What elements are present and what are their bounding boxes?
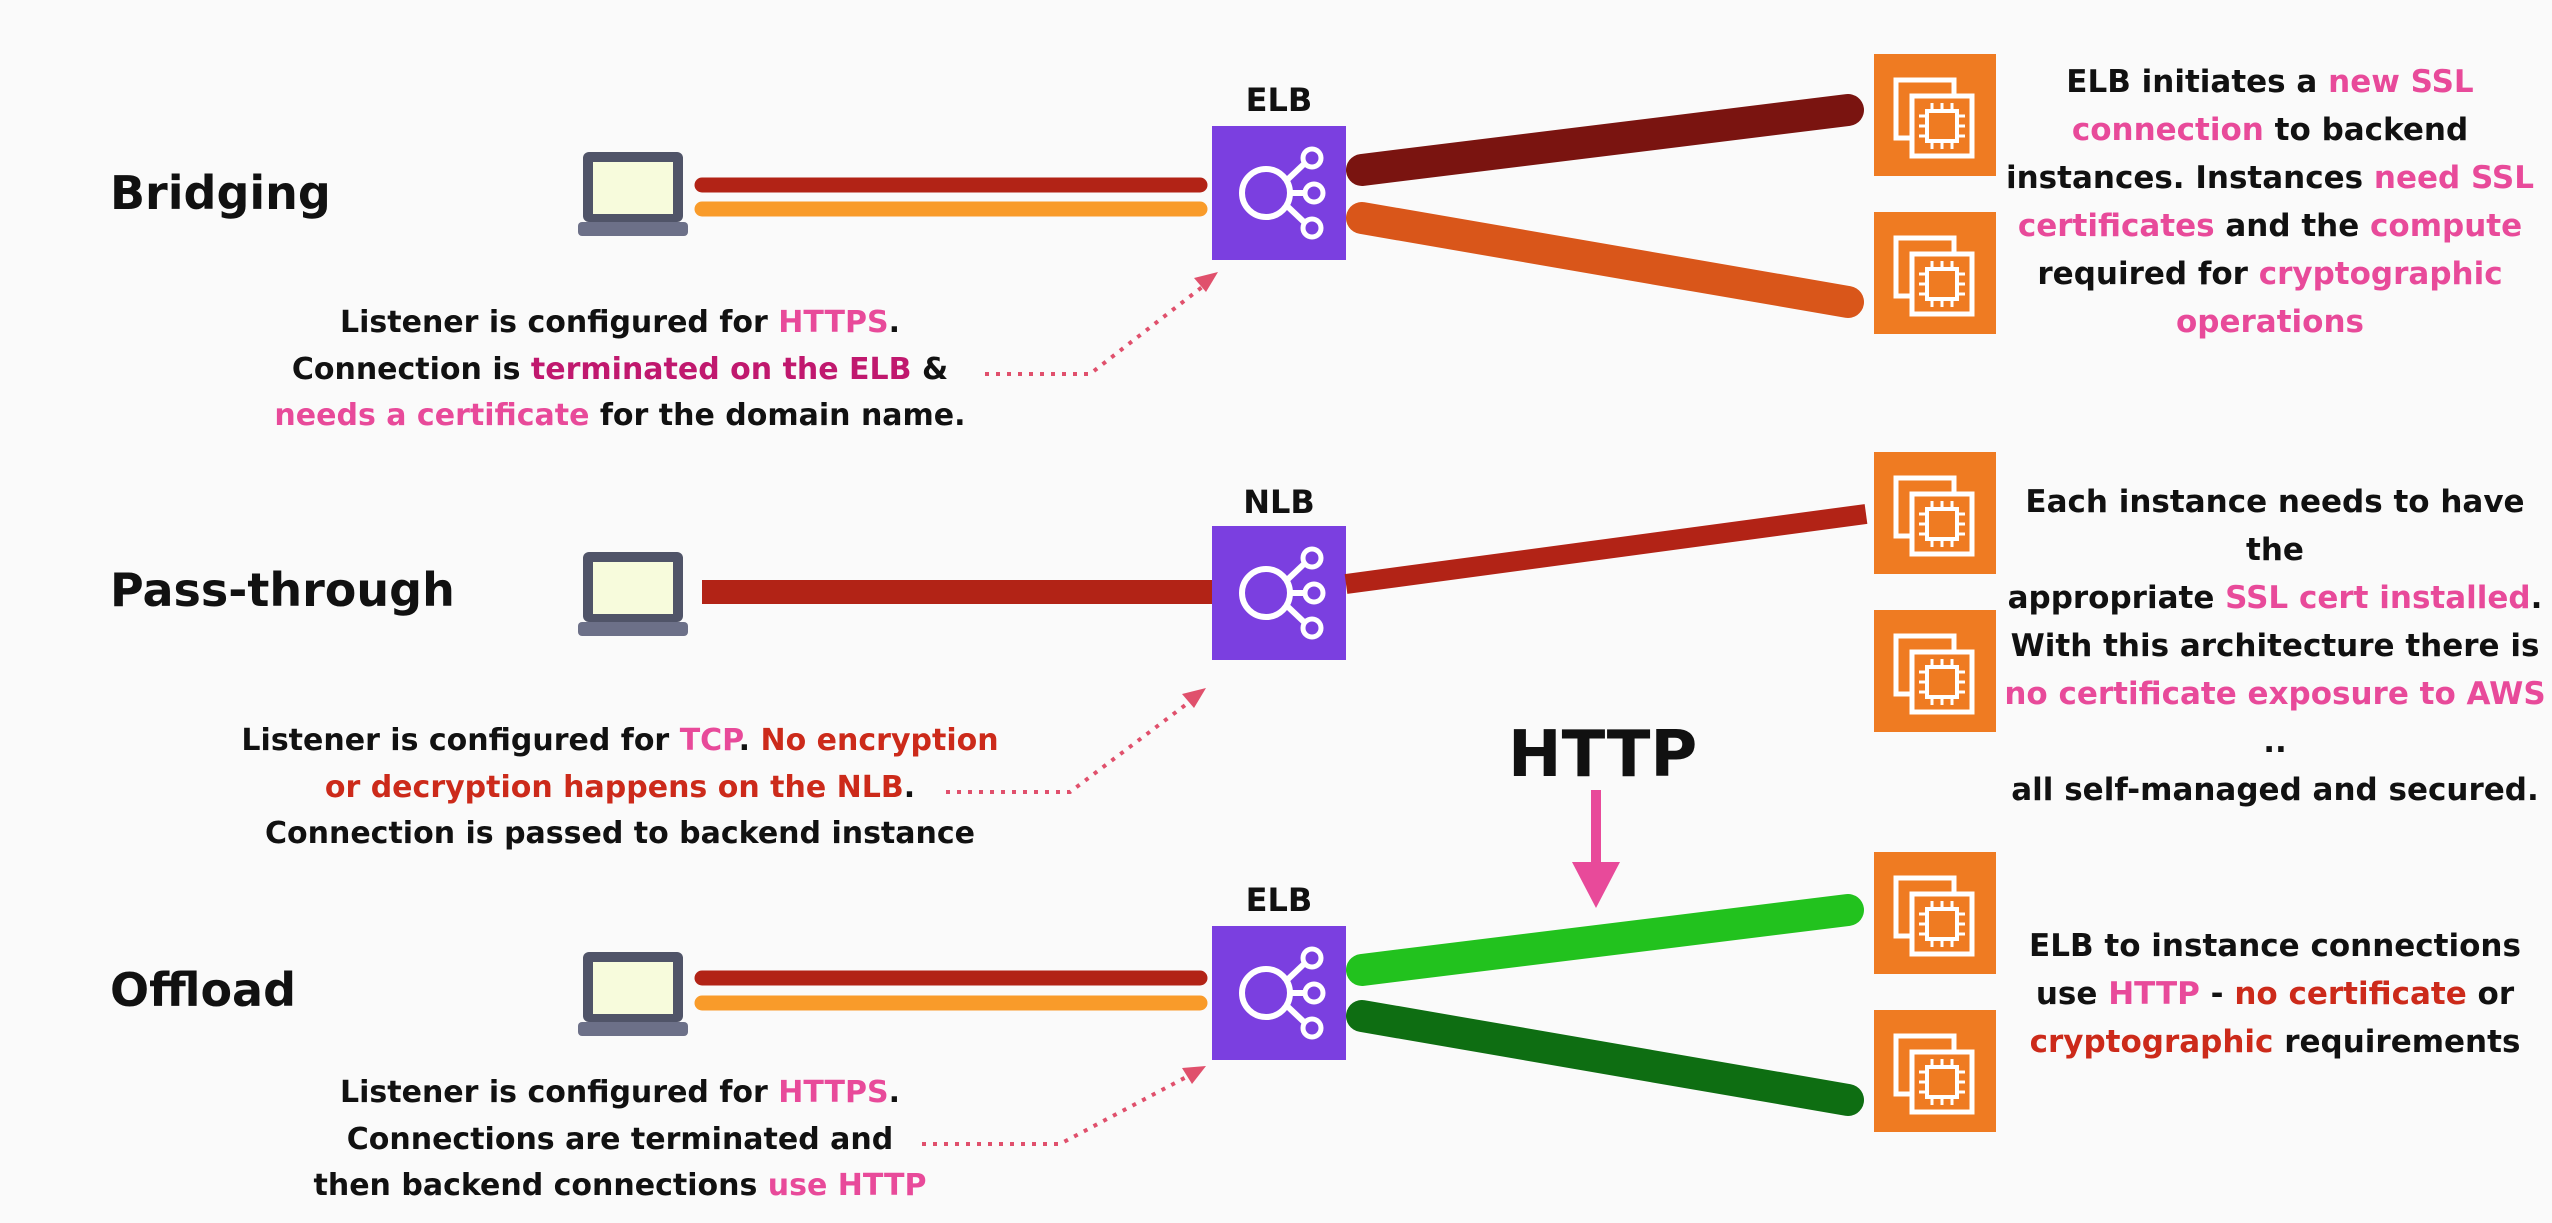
backend-connection-green [1346, 894, 1864, 986]
ec2-instance-icon [1874, 212, 1996, 334]
section-title-offload: Offload [110, 963, 297, 1017]
backend-connection-burnt [1346, 202, 1864, 318]
pointer-arrowhead [1182, 1066, 1206, 1084]
backend-connection-dark-green [1346, 1000, 1864, 1116]
passthrough-note: Each instance needs to have the appropri… [2004, 484, 2546, 809]
pointer-arrowhead [1182, 688, 1206, 708]
passthrough-section [578, 452, 1996, 794]
section-title-passthrough: Pass-through [110, 563, 455, 617]
elb-label: ELB [1245, 81, 1313, 119]
backend-connection-maroon [1346, 94, 1864, 186]
client-laptop-icon [578, 152, 688, 236]
bridging-section [578, 54, 1996, 376]
http-label: HTTP [1508, 718, 1698, 792]
passthrough-backend-connection [1344, 504, 1868, 594]
elb-label: ELB [1245, 881, 1313, 919]
pointer-arrow [946, 698, 1194, 794]
elb-icon [1212, 926, 1346, 1060]
offload-note: ELB to instance connections use HTTP - n… [2029, 928, 2521, 1061]
offload-caption: Listener is configured for HTTPS. Connec… [313, 1075, 927, 1203]
bridging-caption: Listener is configured for HTTPS. Connec… [274, 305, 966, 433]
nlb-label: NLB [1243, 483, 1315, 521]
elb-icon [1212, 126, 1346, 260]
bridging-note: ELB initiates a new SSL connection to ba… [2005, 64, 2534, 341]
ec2-instance-icon [1874, 54, 1996, 176]
pointer-arrowhead [1194, 272, 1218, 292]
ec2-instance-icon [1874, 852, 1996, 974]
client-laptop-icon [578, 552, 688, 636]
pointer-arrow [985, 282, 1208, 376]
ec2-instance-icon [1874, 1010, 1996, 1132]
nlb-icon [1212, 526, 1346, 660]
ec2-instance-icon [1874, 452, 1996, 574]
offload-section [578, 790, 1996, 1146]
passthrough-caption: Listener is configured for TCP. No encry… [241, 723, 999, 851]
client-laptop-icon [578, 952, 688, 1036]
pointer-arrow [922, 1072, 1193, 1146]
http-down-arrow-head [1572, 862, 1620, 908]
section-title-bridging: Bridging [110, 166, 331, 220]
ec2-instance-icon [1874, 610, 1996, 732]
